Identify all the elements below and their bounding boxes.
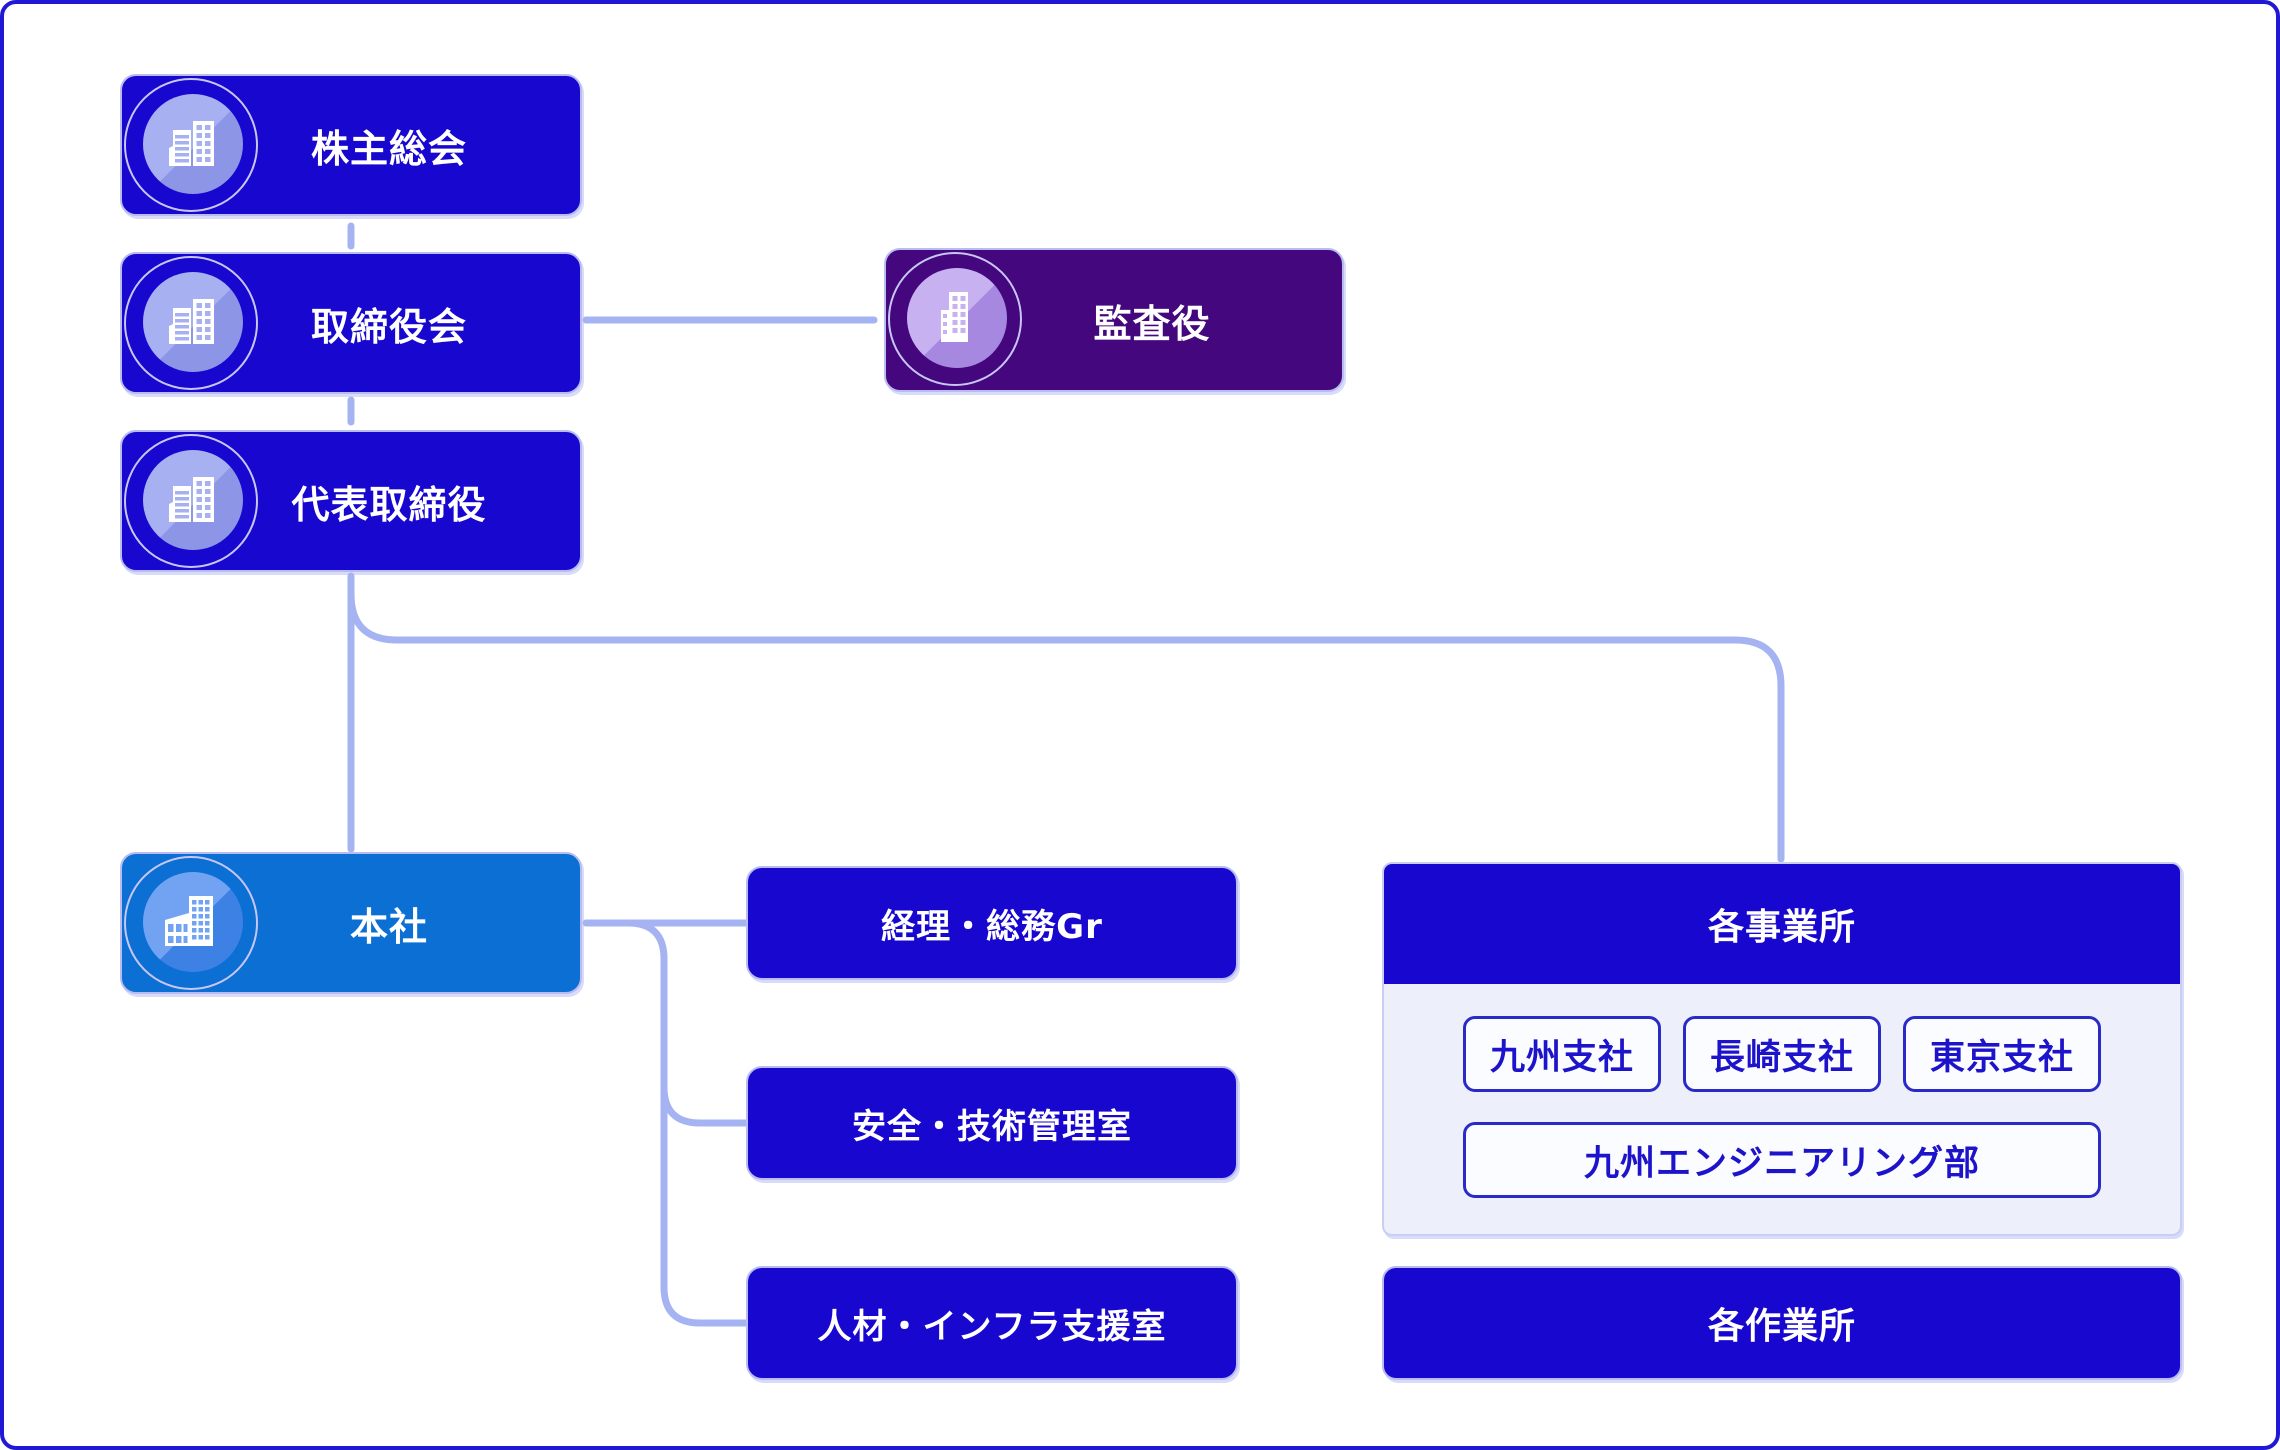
node-label: 東京支社: [1929, 1037, 2074, 1078]
node-worksites: 各作業所: [1382, 1266, 2182, 1380]
node-label: 監査役: [1093, 301, 1211, 346]
node-label: 九州支社: [1489, 1037, 1634, 1078]
building-icon: [124, 256, 258, 390]
node-label: 長崎支社: [1709, 1037, 1854, 1078]
connector-hq-dept2: [660, 1083, 752, 1127]
node-label: 各作業所: [1707, 1306, 1856, 1347]
node-label: 経理・総務Gr: [881, 906, 1103, 947]
node-representative-director: 代表取締役: [120, 430, 582, 572]
node-dept-accounting-general-affairs: 経理・総務Gr: [746, 866, 1238, 980]
node-branch-tokyo: 東京支社: [1903, 1016, 2101, 1092]
node-headquarters: 本社: [120, 852, 582, 994]
node-label: 代表取締役: [291, 482, 487, 527]
connector-hq-dept3: [624, 919, 752, 1327]
node-auditor: 監査役: [884, 248, 1344, 392]
node-label: 本社: [349, 904, 428, 949]
node-label: 株主総会: [310, 126, 467, 171]
headquarters-building-icon: [124, 856, 258, 990]
node-label: 安全・技術管理室: [852, 1106, 1132, 1147]
node-label: 取締役会: [310, 304, 467, 349]
node-branch-nagasaki: 長崎支社: [1683, 1016, 1881, 1092]
node-board-of-directors: 取締役会: [120, 252, 582, 394]
node-label: 九州エンジニアリング部: [1583, 1143, 1980, 1184]
offices-header: 各事業所: [1384, 864, 2180, 984]
tower-building-icon: [888, 252, 1022, 386]
node-label: 各事業所: [1707, 907, 1856, 948]
branch-row: 九州支社 長崎支社 東京支社: [1384, 1016, 2180, 1092]
connector-representative-offices: [347, 590, 1785, 863]
node-dept-safety-technology: 安全・技術管理室: [746, 1066, 1238, 1180]
node-branch-kyushu-engineering: 九州エンジニアリング部: [1463, 1122, 2101, 1198]
node-branch-kyushu: 九州支社: [1463, 1016, 1661, 1092]
node-offices-panel: 各事業所 九州支社 長崎支社 東京支社 九州エンジニアリング部: [1382, 862, 2182, 1236]
connector-lines: [347, 222, 1785, 1327]
node-label: 人材・インフラ支援室: [817, 1306, 1167, 1347]
node-shareholders-meeting: 株主総会: [120, 74, 582, 216]
node-dept-hr-infrastructure: 人材・インフラ支援室: [746, 1266, 1238, 1380]
building-icon: [124, 434, 258, 568]
building-icon: [124, 78, 258, 212]
